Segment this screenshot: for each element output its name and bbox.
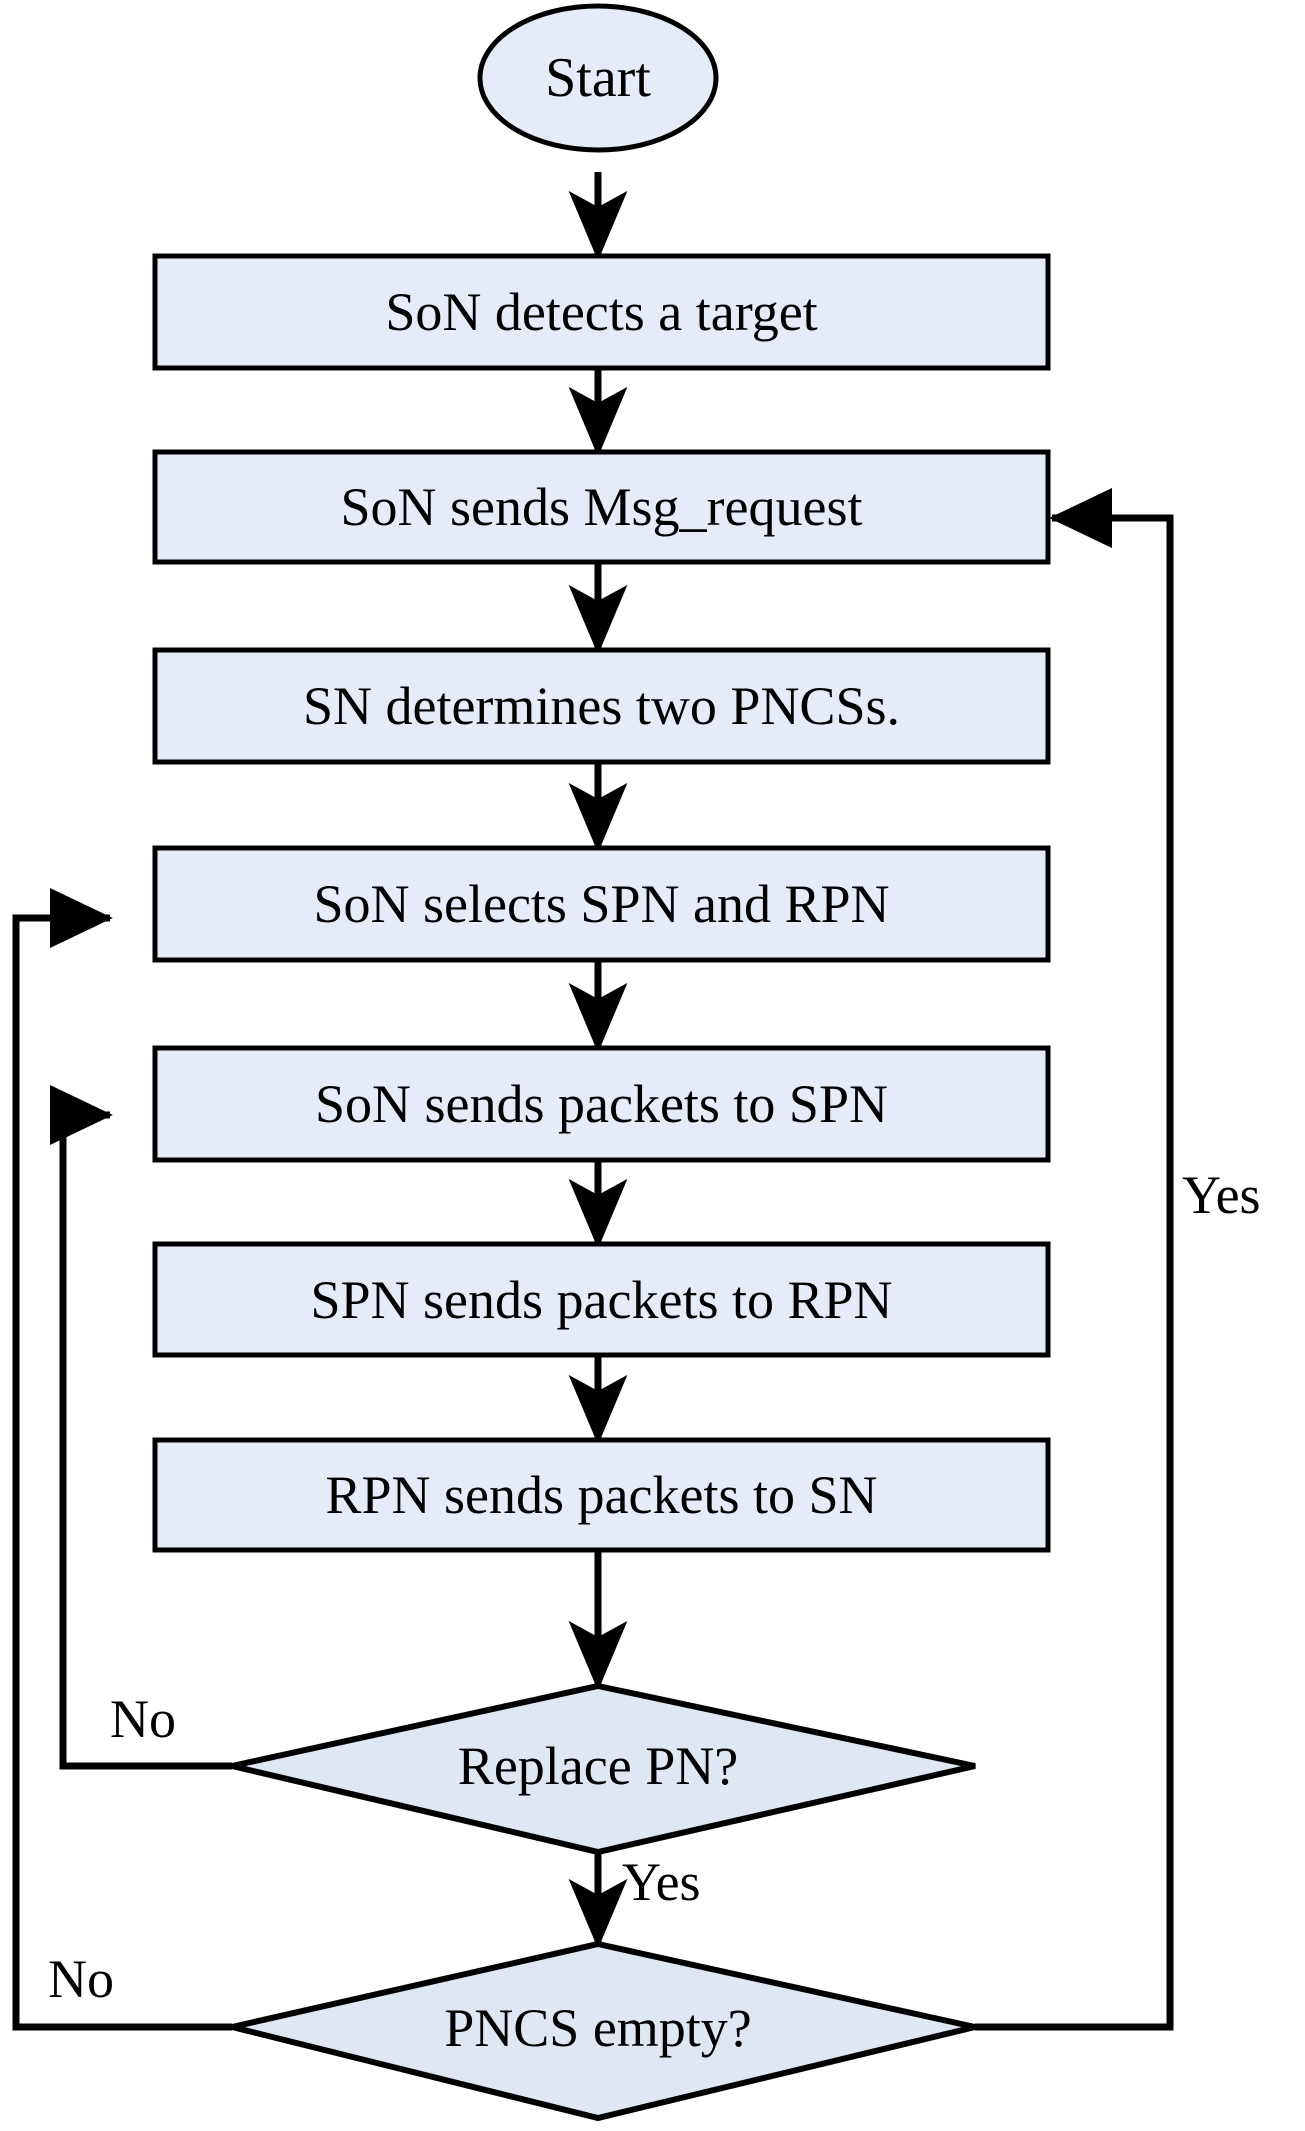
node-spn-rpn xyxy=(152,1241,1051,1358)
node-replace xyxy=(231,1682,976,1856)
edge-label-empty-yes: Yes xyxy=(1182,1165,1261,1225)
node-select xyxy=(152,845,1051,963)
edge-empty-no xyxy=(12,887,232,2031)
edge-label-replace-yes: Yes xyxy=(622,1852,701,1912)
node-rpn-sn xyxy=(152,1437,1051,1553)
node-detect xyxy=(152,253,1051,371)
node-start xyxy=(477,3,719,153)
edge-label-empty-no: No xyxy=(48,1949,114,2009)
edge-replace-no xyxy=(49,1084,232,1770)
edge-layer xyxy=(12,172,1174,2031)
node-layer xyxy=(152,3,1051,2122)
edge-label-replace-no: No xyxy=(110,1689,176,1749)
node-son-spn xyxy=(152,1045,1051,1163)
edge-empty-yes xyxy=(975,487,1174,2031)
node-pncss xyxy=(152,647,1051,765)
node-empty xyxy=(231,1940,976,2122)
node-request xyxy=(152,449,1051,565)
